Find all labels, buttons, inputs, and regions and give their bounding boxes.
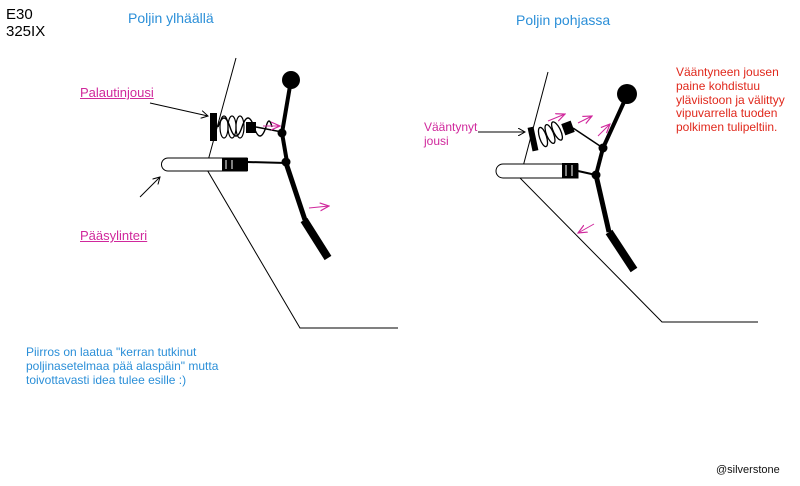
pointer-arrow-master-cylinder bbox=[139, 177, 160, 198]
firewall-outline-left bbox=[205, 57, 398, 329]
master-cylinder-left bbox=[161, 157, 287, 172]
pedal-lever-left bbox=[277, 71, 332, 261]
right-view-title: Poljin pohjassa bbox=[516, 12, 611, 28]
firewall-outline-right bbox=[519, 71, 758, 323]
bent-spring-label: Vääntynyt jousi bbox=[424, 120, 478, 148]
pedal-knob-right bbox=[617, 84, 637, 104]
author-credit: @silverstone bbox=[716, 464, 780, 476]
left-view-title: Poljin ylhäällä bbox=[128, 10, 214, 26]
explanation-note: Vääntyneen jousen paine kohdistuu ylävii… bbox=[676, 65, 785, 135]
pedal-knob-left bbox=[282, 71, 300, 89]
force-arrow-spring-right-1 bbox=[547, 114, 565, 121]
force-arrow-lever-right bbox=[597, 124, 610, 137]
master-cylinder-right bbox=[495, 163, 597, 179]
force-arrow-spring-right-2 bbox=[577, 116, 592, 123]
right-view-drawing bbox=[478, 71, 758, 323]
pedal-lever-right bbox=[591, 84, 638, 273]
motion-arrow-pedal-left bbox=[308, 206, 329, 208]
left-view-drawing bbox=[139, 57, 398, 329]
return-spring-label: Palautinjousi bbox=[80, 85, 154, 100]
car-model-label: E30 325IX bbox=[6, 6, 46, 41]
motion-arrow-pedal-right bbox=[578, 223, 595, 233]
bent-spring-right bbox=[527, 120, 601, 152]
master-cylinder-label: Pääsylinteri bbox=[80, 228, 148, 243]
pointer-arrow-return-spring bbox=[149, 102, 208, 116]
footnote-text: Piirros on laatua "kerran tutkinut polji… bbox=[26, 345, 219, 387]
return-spring-left bbox=[210, 113, 283, 141]
